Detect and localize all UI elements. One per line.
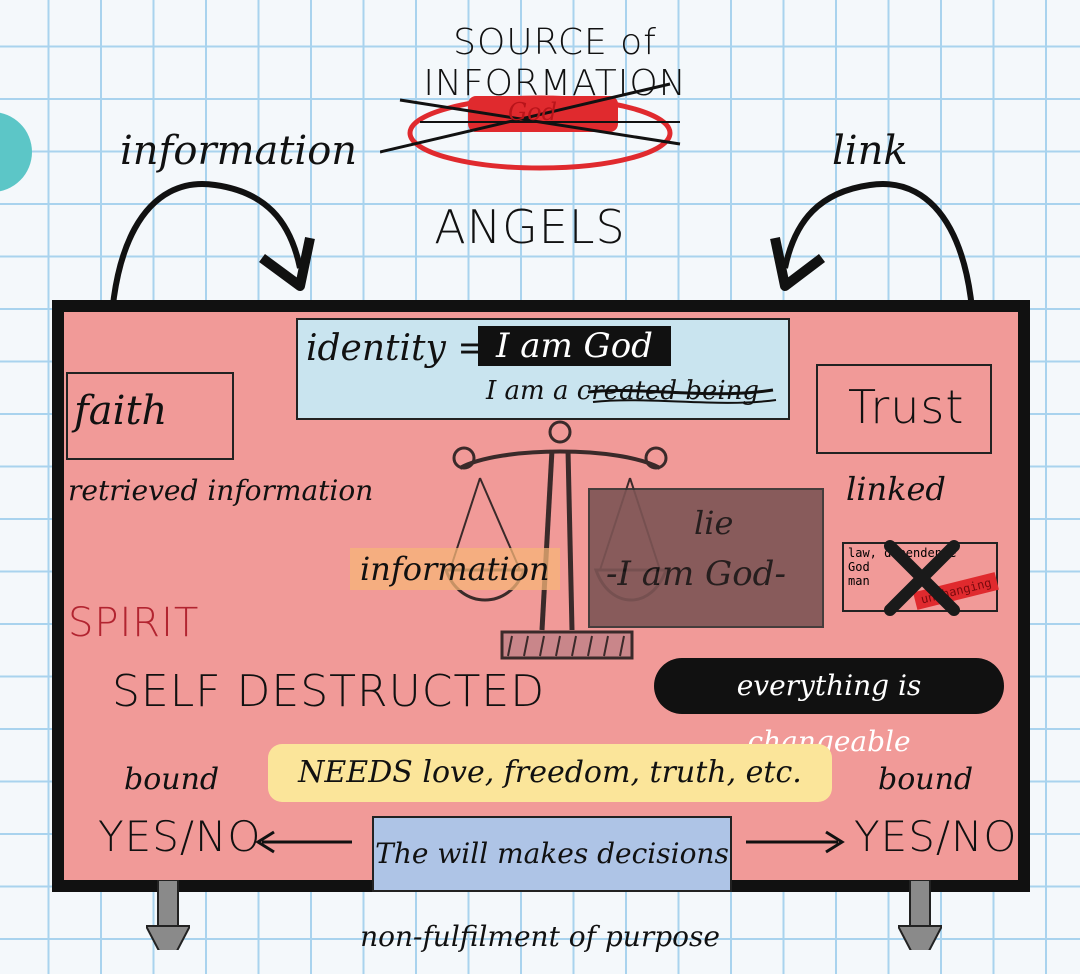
crossed-god-svg <box>379 82 681 171</box>
changeable-banner: everything is changeable <box>654 658 1004 758</box>
diagram-title: SOURCE of INFORMATION <box>423 22 687 104</box>
yesno-right: YES/NO <box>854 812 1018 861</box>
scale-information-label: information <box>350 548 560 590</box>
bound-right: bound <box>878 762 974 797</box>
lie-label: lie <box>694 504 734 542</box>
will-box: The will makes decisions <box>372 816 732 892</box>
retrieved-information: retrieved information <box>68 474 374 507</box>
down-arrow-right-icon <box>898 880 942 950</box>
identity-box: identity = I am God I am a created being <box>296 318 790 420</box>
trust-box: Trust <box>816 364 992 454</box>
linked-label: linked <box>846 470 946 508</box>
down-arrow-left-icon <box>146 880 190 950</box>
faith-box: faith <box>66 372 234 460</box>
spirit-label: SPIRIT <box>68 600 200 646</box>
arrow-label-information: information <box>120 128 358 174</box>
angels-heading: ANGELS <box>434 200 626 254</box>
lie-text: -I am God- <box>606 554 786 594</box>
trust-text: Trust <box>848 380 965 434</box>
law-line-3: man <box>848 574 870 588</box>
non-fulfilment-label: non-fulfilment of purpose <box>360 920 720 953</box>
crossed-god-stamp: God <box>379 78 700 188</box>
yesno-left: YES/NO <box>98 812 262 861</box>
arrow-label-link: link <box>832 128 908 174</box>
needs-banner: NEEDS love, freedom, truth, etc. <box>268 744 832 802</box>
identity-claim: I am God <box>478 326 671 366</box>
crossed-god-text: God <box>508 98 557 126</box>
strike-created-svg <box>588 388 777 404</box>
law-dependence-box: law, dependence God man unchanging <box>842 540 1000 616</box>
lie-box: lie -I am God- <box>588 488 824 628</box>
law-line-2: God <box>848 560 870 574</box>
cross-x-icon <box>884 540 960 616</box>
bound-left: bound <box>124 762 220 797</box>
self-destructed-label: SELF DESTRUCTED <box>112 666 546 717</box>
faith-text: faith <box>74 388 168 434</box>
identity-label: identity = <box>306 328 488 369</box>
